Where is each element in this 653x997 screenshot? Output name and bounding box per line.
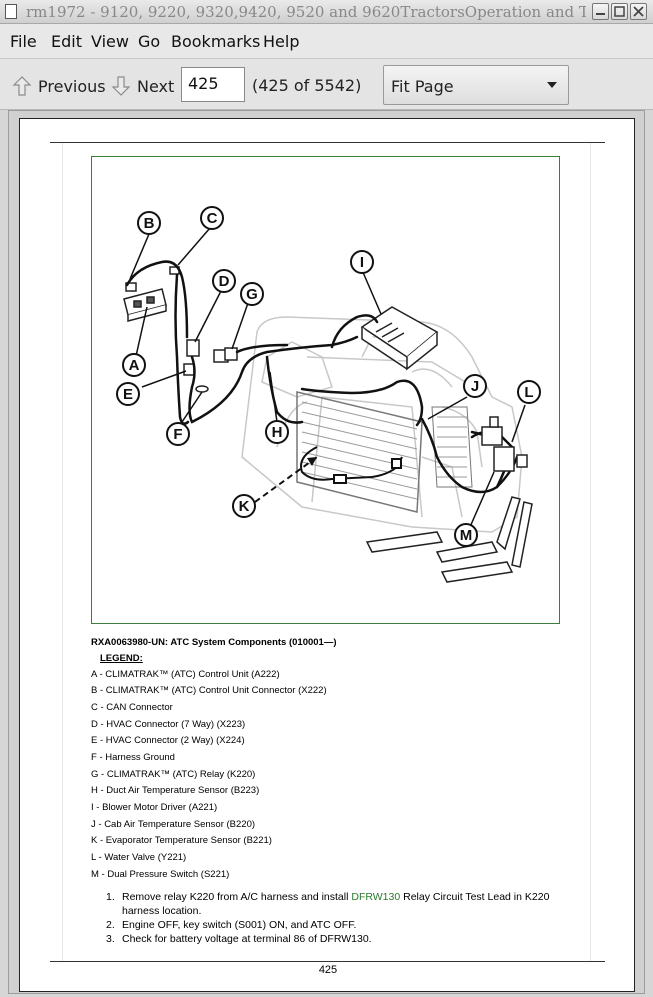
atc-components-diagram: B C D G I A E F H J K L M [116,206,541,583]
previous-button[interactable]: Previous [12,72,106,100]
menu-view[interactable]: View [91,32,129,51]
callout-label: F [173,426,182,443]
figure: B C D G I A E F H J K L M [91,156,560,624]
menu-file[interactable]: File [10,32,37,51]
close-button[interactable] [630,3,647,20]
step-text: Relay Circuit Test Lead in K220 harness … [122,891,550,917]
callout-label: M [460,527,473,544]
page-number-input[interactable]: 425 [181,67,245,102]
zoom-select[interactable]: Fit Page [383,65,569,105]
step-item: 3. Check for battery voltage at terminal… [106,932,576,946]
legend-item: D - HVAC Connector (7 Way) (X223) [91,719,246,730]
legend-item: F - Harness Ground [91,752,175,763]
document-icon [5,4,17,19]
close-icon [633,6,644,17]
step-text: Check for battery voltage at terminal 86… [122,933,372,945]
step-number: 2. [106,919,115,931]
legend-item: H - Duct Air Temperature Sensor (B223) [91,785,260,796]
chevron-down-icon [547,82,557,88]
minimize-icon [596,13,605,15]
callout-label: L [524,384,533,401]
step-number: 1. [106,891,115,903]
maximize-icon [614,6,625,17]
legend-item: B - CLIMATRAK™ (ATC) Control Unit Connec… [91,685,327,696]
legend-item: G - CLIMATRAK™ (ATC) Relay (K220) [91,769,256,780]
title-bar: rm1972 - 9120, 9220, 9320,9420, 9520 and… [0,0,653,24]
callout-label: C [207,210,218,227]
callout-label: D [219,273,230,290]
legend-item: L - Water Valve (Y221) [91,852,187,863]
callout-label: A [129,357,140,374]
column-guide [62,143,63,961]
step-item: 2. Engine OFF, key switch (S001) ON, and… [106,918,576,932]
callout-label: I [360,254,364,271]
toolbar: Previous Next 425 (425 of 5542) Fit Page [0,58,653,110]
step-number: 3. [106,933,115,945]
legend-title: LEGEND: [100,653,143,664]
next-button[interactable]: Next [111,72,174,100]
menu-help[interactable]: Help [263,32,300,51]
callout-label: J [471,378,479,395]
legend-item: E - HVAC Connector (2 Way) (X224) [91,735,245,746]
menu-bookmarks[interactable]: Bookmarks [171,32,261,51]
callout-label: G [246,286,258,303]
next-label: Next [137,76,175,96]
callout-label: K [239,498,250,515]
legend-item: I - Blower Motor Driver (A221) [91,802,218,813]
procedure-steps: 1. Remove relay K220 from A/C harness an… [106,890,576,946]
legend-item: J - Cab Air Temperature Sensor (B220) [91,819,256,830]
menu-edit[interactable]: Edit [51,32,82,51]
step-text: Engine OFF, key switch (S001) ON, and AT… [122,919,357,931]
column-guide [590,143,591,961]
document-page: B C D G I A E F H J K L M RXA0063980-UN:… [19,118,635,992]
window-title: rm1972 - 9120, 9220, 9320,9420, 9520 and… [26,3,586,21]
header-rule [50,142,605,143]
page-number: 425 [318,964,338,976]
minimize-button[interactable] [592,3,609,20]
tool-link[interactable]: DFRW130 [351,891,401,903]
legend-item: K - Evaporator Temperature Sensor (B221) [91,835,272,846]
legend-item: M - Dual Pressure Switch (S221) [91,869,230,880]
footer-rule [50,961,605,962]
callout-label: E [123,386,133,403]
page-count-label: (425 of 5542) [252,76,362,95]
menu-bar: File Edit View Go Bookmarks Help [0,24,653,58]
previous-label: Previous [38,76,106,96]
legend-item: A - CLIMATRAK™ (ATC) Control Unit (A222) [91,669,280,680]
document-viewport[interactable]: B C D G I A E F H J K L M RXA0063980-UN:… [8,110,645,994]
down-arrow-icon [111,76,131,96]
callout-label: B [144,215,155,232]
step-item: 1. Remove relay K220 from A/C harness an… [106,890,576,918]
up-arrow-icon [12,76,32,96]
step-text: Remove relay K220 from A/C harness and i… [122,891,352,903]
legend-item: C - CAN Connector [91,702,173,713]
zoom-value: Fit Page [391,77,454,96]
menu-go[interactable]: Go [138,32,161,51]
callout-label: H [272,424,283,441]
maximize-button[interactable] [611,3,628,20]
figure-caption: RXA0063980-UN: ATC System Components (01… [91,637,337,648]
